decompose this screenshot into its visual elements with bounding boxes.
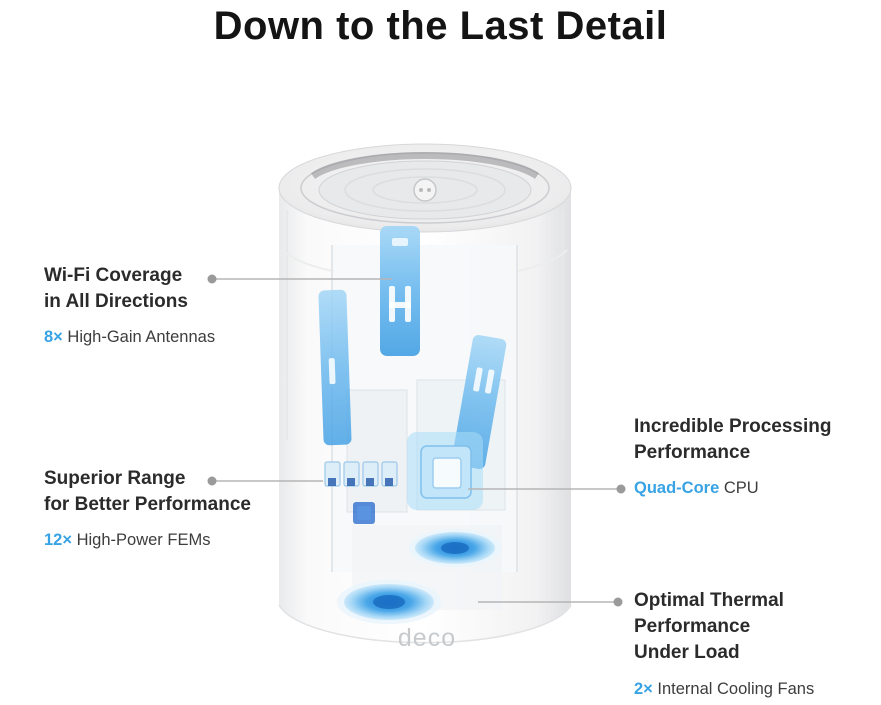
tplink-logo-icon	[413, 178, 437, 202]
callout-fans: Optimal Thermal Performance Under Load 2…	[634, 588, 814, 700]
antenna-center-icon	[380, 226, 420, 356]
fan-bottom-icon	[337, 580, 441, 624]
callout-sub: 2× Internal Cooling Fans	[634, 679, 814, 700]
vent-ring	[311, 151, 539, 179]
callout-heading: Optimal Thermal Performance Under Load	[634, 590, 784, 664]
antenna-left-icon	[318, 289, 352, 446]
cpu-icon	[407, 432, 483, 510]
callout-highlight: Quad-Core	[634, 479, 720, 498]
callout-heading: Wi-Fi Coverage in All Directions	[44, 265, 188, 313]
callout-dot-cpu	[616, 484, 626, 494]
router-illustration: deco	[278, 143, 572, 652]
callout-text: CPU	[719, 479, 759, 498]
callout-sub: 8× High-Gain Antennas	[44, 327, 215, 348]
page-title: Down to the Last Detail	[213, 4, 668, 48]
callout-text: Internal Cooling Fans	[652, 679, 815, 698]
callout-antennas: Wi-Fi Coverage in All Directions 8× High…	[44, 263, 215, 349]
fan-top-icon	[409, 529, 501, 567]
callout-heading: Superior Range for Better Performance	[44, 468, 251, 516]
callout-sub: Quad-Core CPU	[634, 478, 831, 499]
callout-fems: Superior Range for Better Performance 12…	[44, 466, 251, 552]
callout-highlight: 2×	[634, 679, 653, 698]
callout-highlight: 8×	[44, 328, 63, 347]
device-top	[278, 143, 572, 233]
callout-highlight: 12×	[44, 531, 72, 550]
deco-logo-text: deco	[398, 624, 456, 652]
callout-heading: Incredible Processing Performance	[634, 416, 832, 464]
callout-text: High-Gain Antennas	[62, 328, 216, 347]
fem-chips-icon	[324, 461, 398, 524]
callout-dot-fans	[613, 597, 623, 607]
callout-text: High-Power FEMs	[72, 531, 211, 550]
callout-sub: 12× High-Power FEMs	[44, 530, 251, 551]
callout-cpu: Incredible Processing Performance Quad-C…	[634, 414, 831, 500]
